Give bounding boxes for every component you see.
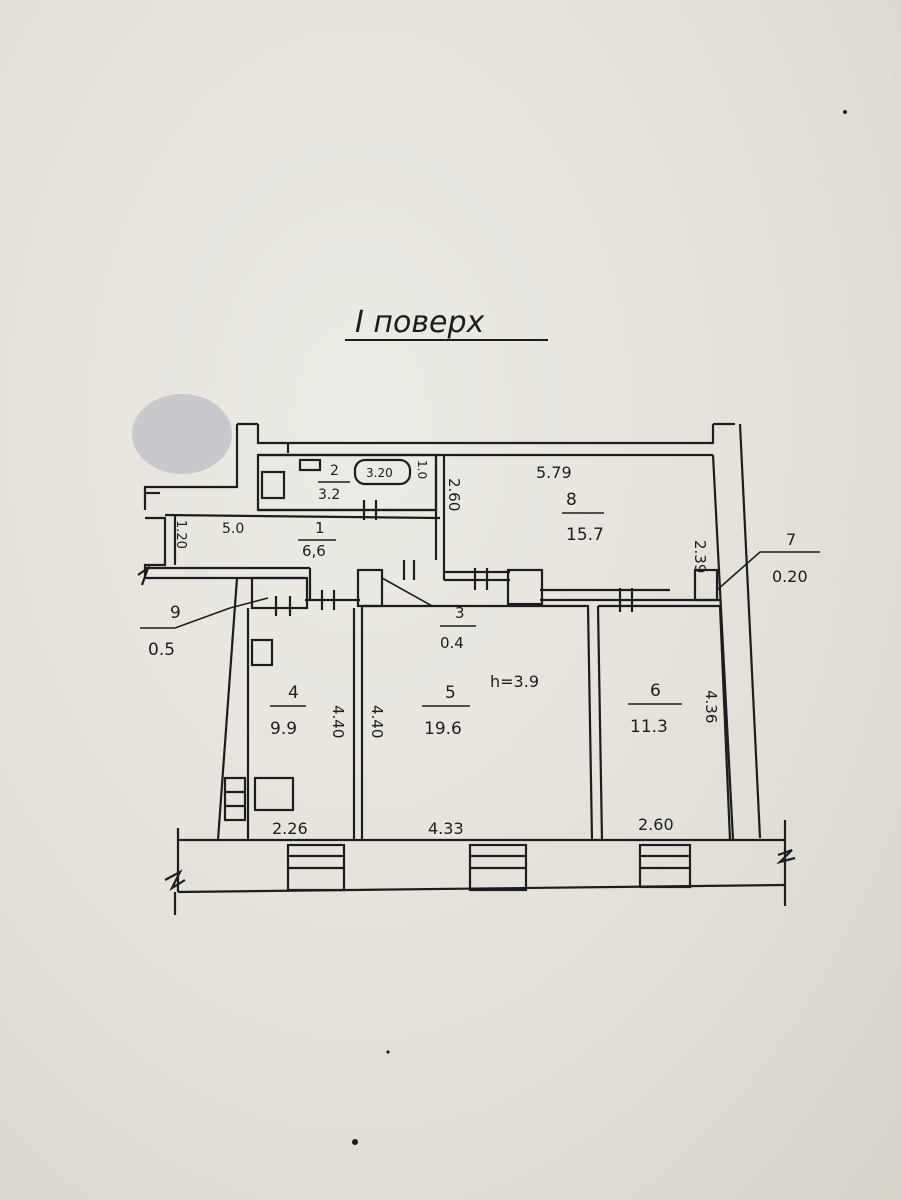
ink-speck (386, 1050, 390, 1054)
room-7-area: 0.20 (772, 567, 808, 586)
dim-room5-height: 4.40 (368, 705, 386, 738)
dim-room8-left: 2.60 (445, 478, 463, 511)
dim-bathroom-height: 1.0 (415, 460, 429, 479)
room-5-number: 5 (445, 683, 456, 703)
room-6-area: 11.3 (630, 717, 668, 737)
dim-room8-right: 2.39 (691, 540, 709, 573)
dim-room6-height: 4.36 (702, 690, 720, 723)
plan-title: I поверх (355, 305, 485, 340)
room-3-area: 0.4 (440, 634, 464, 652)
dimension-labels: 5.79 2.39 2.60 1.0 3.20 5.0 1.20 4.40 4.… (173, 460, 720, 838)
room-labels: 1 6,6 2 3.2 3 0.4 4 9.9 5 19.6 6 11.3 7 … (148, 463, 808, 739)
ink-speck (352, 1139, 358, 1145)
room-2-area: 3.2 (318, 487, 340, 503)
ink-speck (843, 110, 847, 114)
room-9-number: 9 (170, 603, 181, 623)
room-5-area: 19.6 (424, 719, 462, 739)
redaction-mark (132, 394, 232, 474)
dim-corridor-length: 5.0 (222, 521, 244, 537)
room-2-number: 2 (330, 463, 339, 479)
dim-room5-width: 4.33 (428, 819, 464, 838)
walls (137, 422, 796, 915)
room-8-area: 15.7 (566, 525, 604, 545)
dim-room4-height: 4.40 (329, 705, 347, 738)
dim-corridor-width: 1.20 (173, 520, 188, 549)
dim-room4-width: 2.26 (272, 819, 308, 838)
room-1-number: 1 (315, 519, 325, 537)
ceiling-height: h=3.9 (490, 672, 539, 691)
room-6-number: 6 (650, 681, 661, 701)
room-7-number: 7 (786, 530, 796, 549)
leader-lines (140, 551, 820, 629)
room-4-number: 4 (288, 683, 299, 703)
room-9-area: 0.5 (148, 640, 175, 660)
dim-room6-width: 2.60 (638, 815, 674, 834)
room-3-number: 3 (455, 604, 465, 622)
room-4-area: 9.9 (270, 719, 297, 739)
dim-room8-width: 5.79 (536, 463, 572, 482)
dim-bathtub: 3.20 (366, 466, 393, 480)
room-1-area: 6,6 (302, 542, 326, 560)
room-8-number: 8 (566, 490, 577, 510)
